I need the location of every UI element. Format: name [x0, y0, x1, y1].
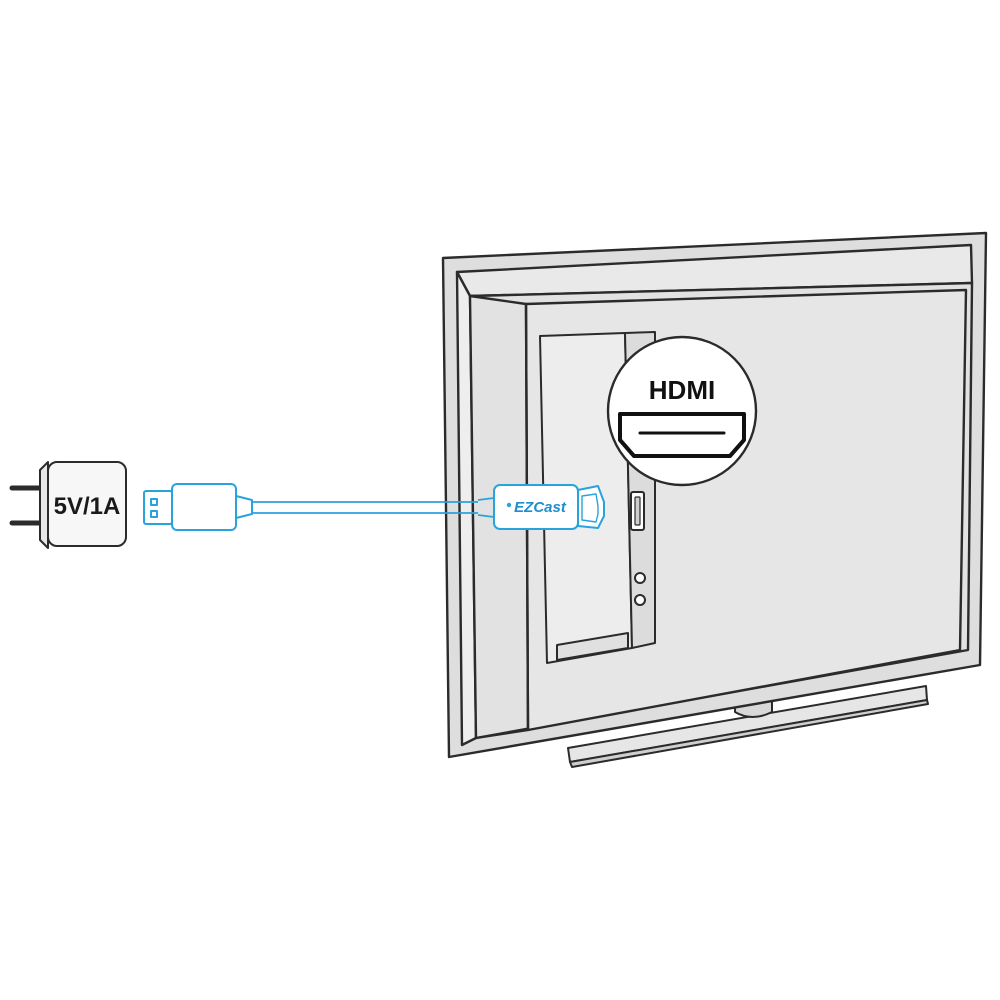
adapter-body: [47, 461, 127, 547]
dongle-led: [506, 502, 512, 508]
port-panel-notch: [556, 632, 629, 661]
hdmi-callout: HDMI: [606, 335, 758, 487]
dongle-brand-label: EZCast: [514, 499, 567, 516]
stand-base-edge: [569, 699, 929, 768]
adapter-side: [39, 461, 49, 549]
audio-jack-1: [634, 572, 646, 584]
usb-connector-icon: [143, 483, 253, 531]
audio-jack-2: [634, 594, 646, 606]
usb-housing: [171, 483, 237, 531]
ezcast-dongle: EZCast: [493, 484, 605, 530]
callout-hdmi-label: HDMI: [649, 375, 715, 405]
tv-stand: [567, 685, 929, 768]
callout-circle: [606, 335, 758, 487]
adapter-rating-label: 5V/1A: [54, 493, 121, 520]
power-adapter: 5V/1A: [9, 461, 127, 549]
callout-hdmi-port-icon: [618, 412, 746, 458]
usb-plug-metal: [143, 490, 173, 525]
usb-strain-relief: [235, 495, 253, 519]
